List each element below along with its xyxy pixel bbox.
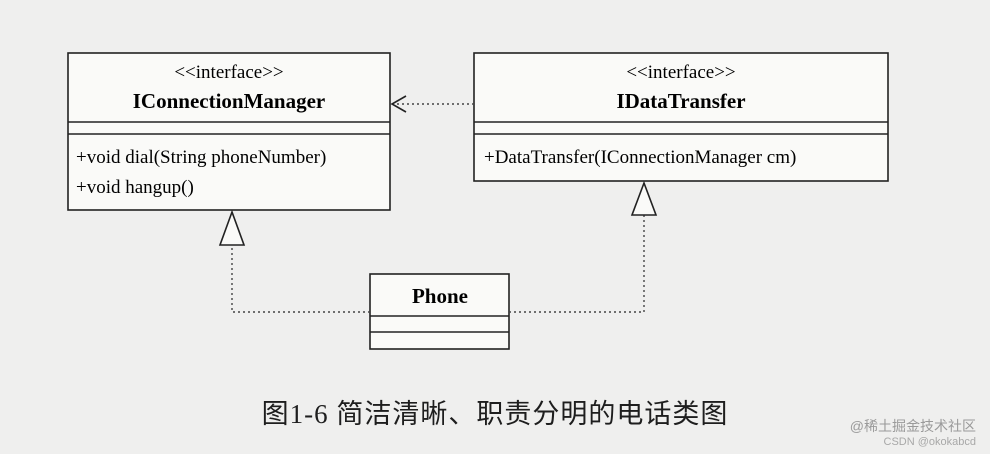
dependency-idatatransfer-to-iconnectionmanager (390, 95, 474, 113)
iconnectionmanager-method-hangup: +void hangup() (76, 177, 194, 198)
idatatransfer-name: IDataTransfer (616, 89, 745, 113)
hollow-triangle-arrow-icon (630, 180, 658, 216)
realization-phone-to-idatatransfer (509, 180, 658, 313)
open-arrowhead-icon (390, 95, 407, 113)
figure-caption: 图1-6 简洁清晰、职责分明的电话类图 (261, 399, 729, 429)
idatatransfer-constructor: +DataTransfer(IConnectionManager cm) (484, 147, 796, 168)
class-idatatransfer: <<interface>> IDataTransfer +DataTransfe… (473, 52, 889, 182)
watermark-line-1: @稀土掘金技术社区 (849, 418, 976, 434)
iconnectionmanager-box (67, 52, 391, 211)
watermark: @稀土掘金技术社区 CSDN @okokabcd (850, 418, 976, 450)
phone-box (369, 273, 510, 350)
watermark-line-2: CSDN @okokabcd (883, 436, 976, 448)
class-diagram: <<interface>> IConnectionManager +void d… (67, 52, 889, 350)
iconnectionmanager-method-dial: +void dial(String phoneNumber) (76, 147, 326, 168)
iconnectionmanager-name: IConnectionManager (133, 89, 326, 113)
hollow-triangle-arrow-icon (218, 209, 246, 246)
realization-phone-to-iconnectionmanager (218, 209, 370, 313)
idatatransfer-box (473, 52, 889, 182)
realization-line-left (231, 245, 370, 313)
idatatransfer-stereotype: <<interface>> (626, 62, 735, 83)
iconnectionmanager-stereotype: <<interface>> (174, 62, 283, 83)
class-iconnectionmanager: <<interface>> IConnectionManager +void d… (67, 52, 391, 211)
phone-name: Phone (412, 284, 468, 308)
class-phone: Phone (369, 273, 510, 350)
realization-line-right (509, 215, 645, 313)
